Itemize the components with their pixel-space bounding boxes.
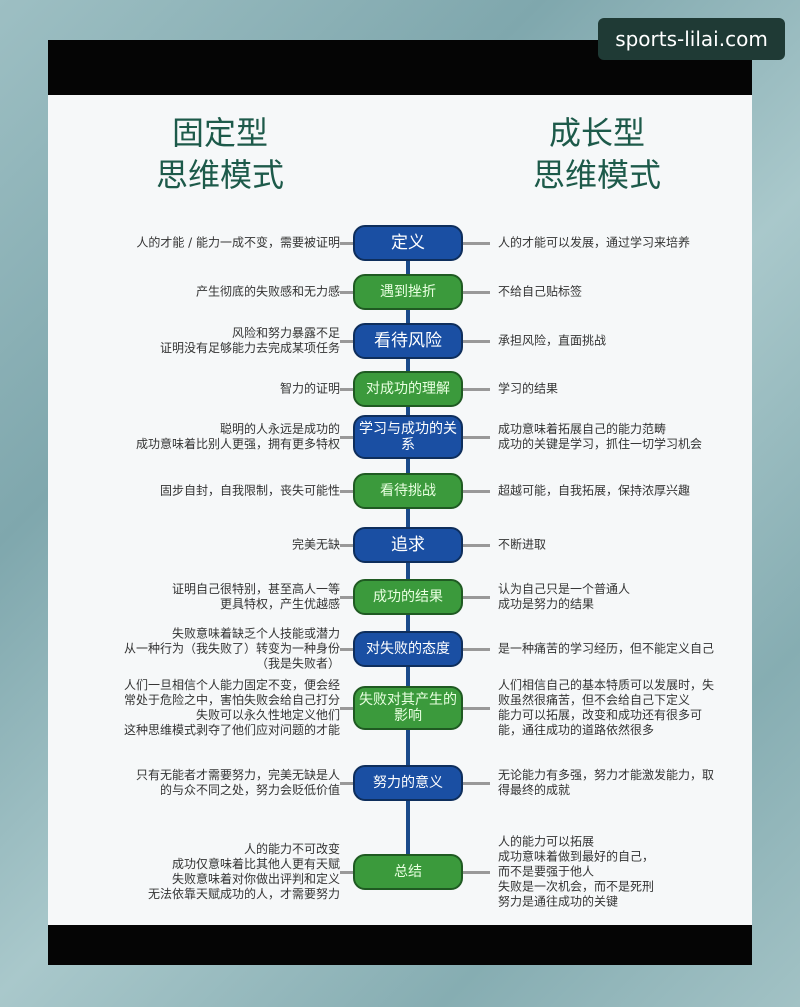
left-connector [340, 544, 353, 547]
right-connector [463, 871, 490, 874]
fixed-mindset-text: 固步自封，自我限制，丧失可能性 [159, 483, 340, 498]
topic-node: 定义 [353, 225, 463, 261]
right-connector [463, 242, 490, 245]
fixed-mindset-text: 产生彻底的失败感和无力感 [195, 284, 340, 299]
left-connector [340, 340, 353, 343]
growth-mindset-text: 承担风险，直面挑战 [498, 333, 607, 348]
fixed-mindset-text: 聪明的人永远是成功的 成功意味着比别人更强，拥有更多特权 [135, 422, 340, 451]
growth-mindset-text: 超越可能，自我拓展，保持浓厚兴趣 [498, 483, 691, 498]
topic-node: 失败对其产生的影响 [353, 686, 463, 730]
growth-mindset-text: 人们相信自己的基本特质可以发展时，失 败虽然很痛苦，但不会给自己下定义 能力可以… [498, 678, 715, 737]
right-connector [463, 340, 490, 343]
fixed-mindset-text: 失败意味着缺乏个人技能或潜力 从一种行为（我失败了）转变为一种身份 （我是失败者… [123, 626, 340, 671]
growth-mindset-text: 学习的结果 [498, 381, 559, 396]
topic-node: 成功的结果 [353, 579, 463, 615]
fixed-mindset-text: 人们一旦相信个人能力固定不变，便会经 常处于危险之中，害怕失败会给自己打分 失败… [123, 678, 340, 737]
growth-mindset-text: 认为自己只是一个普通人 成功是努力的结果 [498, 582, 631, 611]
growth-mindset-text: 人的才能可以发展，通过学习来培养 [498, 235, 691, 250]
right-connector [463, 291, 490, 294]
left-connector [340, 648, 353, 651]
right-connector [463, 388, 490, 391]
fixed-mindset-text: 完美无缺 [291, 537, 340, 552]
right-connector [463, 782, 490, 785]
growth-mindset-title: 成长型 思维模式 [532, 114, 661, 194]
right-connector [463, 707, 490, 710]
growth-mindset-text: 人的能力可以拓展 成功意味着做到最好的自己， 而不是要强于他人 失败是一次机会，… [498, 834, 655, 909]
fixed-mindset-text: 只有无能者才需要努力，完美无缺是人 的与众不同之处，努力会贬低价值 [135, 768, 340, 797]
left-connector [340, 490, 353, 493]
watermark: sports-lilai.com [598, 18, 785, 60]
left-connector [340, 291, 353, 294]
right-connector [463, 490, 490, 493]
left-connector [340, 707, 353, 710]
fixed-mindset-text: 证明自己很特别，甚至高人一等 更具特权，产生优越感 [171, 582, 340, 611]
growth-mindset-text: 无论能力有多强，努力才能激发能力，取 得最终的成就 [498, 768, 715, 797]
growth-mindset-text: 成功意味着拓展自己的能力范畴 成功的关键是学习，抓住一切学习机会 [498, 422, 703, 451]
bottom-black-bar [48, 925, 752, 965]
growth-mindset-text: 不给自己贴标签 [498, 284, 583, 299]
topic-node: 对成功的理解 [353, 371, 463, 407]
topic-node: 总结 [353, 854, 463, 890]
left-connector [340, 782, 353, 785]
right-connector [463, 648, 490, 651]
fixed-mindset-text: 风险和努力暴露不足 证明没有足够能力去完成某项任务 [159, 326, 340, 355]
growth-mindset-text: 不断进取 [498, 537, 547, 552]
left-connector [340, 871, 353, 874]
topic-node: 看待风险 [353, 323, 463, 359]
topic-node: 努力的意义 [353, 765, 463, 801]
topic-node: 遇到挫折 [353, 274, 463, 310]
left-connector [340, 242, 353, 245]
right-connector [463, 436, 490, 439]
right-connector [463, 596, 490, 599]
fixed-mindset-text: 人的才能 / 能力一成不变，需要被证明 [136, 235, 340, 250]
fixed-mindset-title: 固定型 思维模式 [155, 114, 284, 194]
topic-node: 对失败的态度 [353, 631, 463, 667]
fixed-mindset-text: 人的能力不可改变 成功仅意味着比其他人更有天赋 失败意味着对你做出评判和定义 无… [147, 842, 340, 901]
left-connector [340, 436, 353, 439]
right-connector [463, 544, 490, 547]
topic-node: 看待挑战 [353, 473, 463, 509]
left-connector [340, 388, 353, 391]
fixed-mindset-text: 智力的证明 [279, 381, 340, 396]
topic-node: 学习与成功的关系 [353, 415, 463, 459]
topic-node: 追求 [353, 527, 463, 563]
left-connector [340, 596, 353, 599]
growth-mindset-text: 是一种痛苦的学习经历，但不能定义自己 [498, 641, 715, 656]
